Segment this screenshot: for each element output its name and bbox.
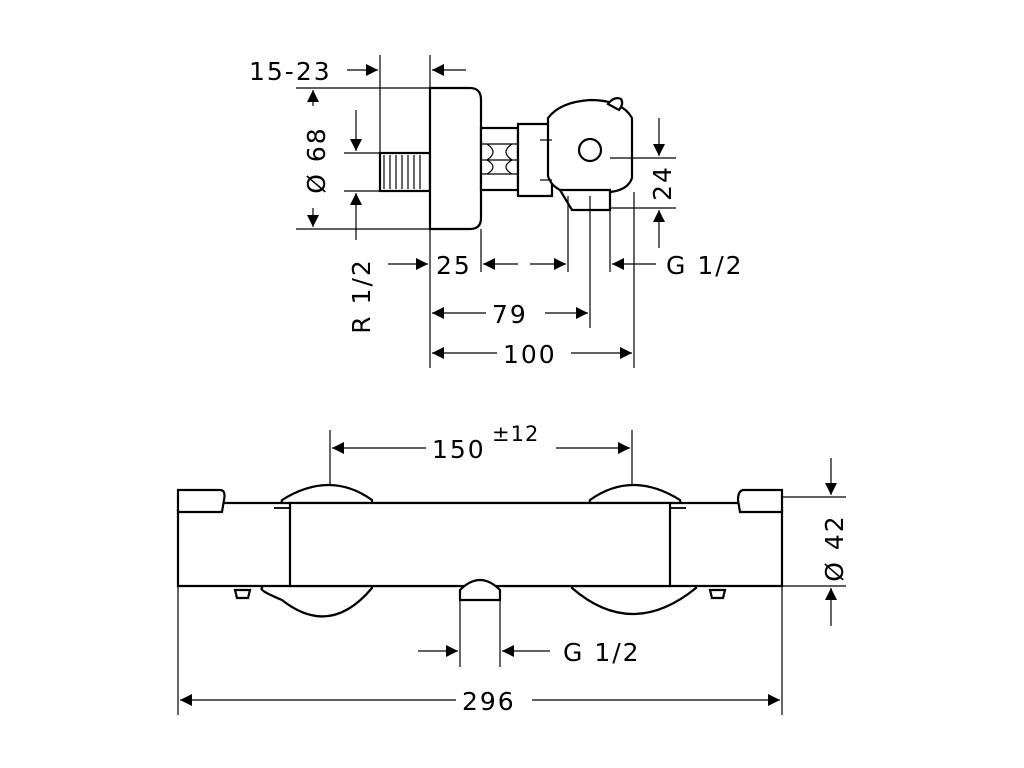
dim-center-distance: 150 — [432, 435, 486, 464]
dim-nut-range: 15-23 — [249, 57, 332, 86]
right-end-cap — [736, 488, 784, 514]
wall-rosette — [428, 86, 483, 231]
side-view-dimensions: 15-23 Ø 68 R 1/2 25 G 1/2 79 — [249, 55, 744, 369]
dim-overall-width: 296 — [462, 687, 516, 716]
center-panel — [288, 501, 672, 588]
front-view-dimensions: 150 ±12 Ø 42 G 1/2 296 — [177, 422, 849, 716]
dim-height-24: 24 — [648, 165, 677, 201]
dim-body-diameter: Ø 42 — [820, 514, 849, 581]
dim-thread-r: R 1/2 — [347, 258, 376, 334]
dim-depth-25: 25 — [436, 251, 472, 280]
front-view — [176, 484, 784, 618]
threaded-connector — [378, 151, 432, 193]
left-end-cap — [176, 488, 226, 514]
dim-rosette-diameter: Ø 68 — [302, 126, 331, 193]
outlet-nozzle — [458, 578, 502, 602]
hex-nut — [479, 126, 520, 192]
valve-body — [516, 97, 634, 212]
side-view — [378, 86, 634, 231]
dim-outlet-g-side: G 1/2 — [666, 251, 744, 280]
dim-depth-79: 79 — [492, 300, 528, 329]
dim-tolerance: ±12 — [492, 422, 539, 446]
dim-depth-100: 100 — [503, 340, 557, 369]
dim-outlet-g-front: G 1/2 — [563, 638, 641, 667]
